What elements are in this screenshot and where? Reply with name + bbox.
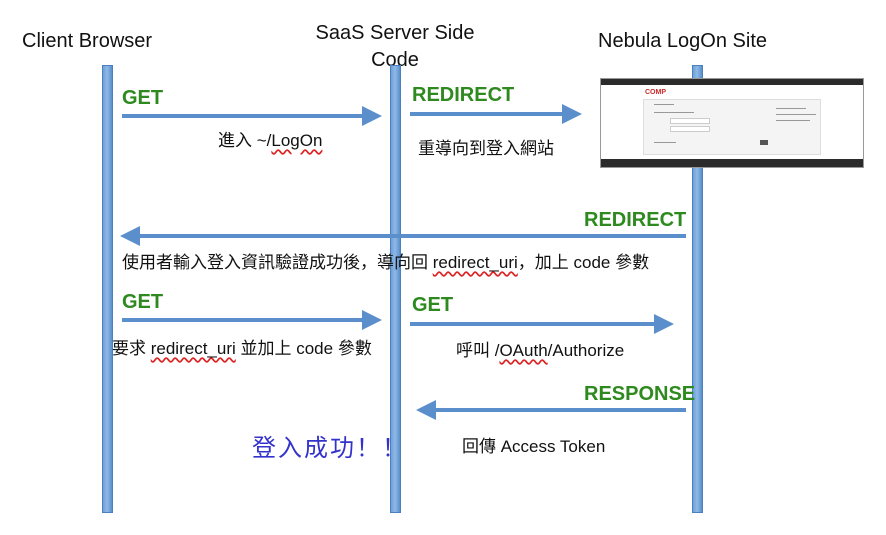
msg5-note-b: OAuth: [499, 341, 548, 360]
screenshot-bottom-bar: [601, 159, 863, 167]
screenshot-line: [776, 108, 806, 109]
msg2-note: 重導向到登入網站: [418, 139, 554, 158]
msg3-note-a: 使用者輸入登入資訊驗證成功後，導向回: [122, 253, 433, 272]
msg3-verb: REDIRECT: [584, 209, 687, 231]
msg4-note-a: 要求: [112, 339, 151, 358]
msg5-note-a: 呼叫 /: [456, 341, 500, 360]
saas-server-title: SaaS Server Side Code: [300, 20, 490, 74]
screenshot-line: [654, 112, 694, 113]
client-lifeline: [102, 65, 113, 513]
screenshot-login-button: [760, 140, 768, 145]
nebula-logon-title: Nebula LogOn Site: [598, 30, 767, 53]
saas-server-title-line2: Code: [371, 49, 419, 71]
msg4-note-c: 並加上 code 參數: [235, 339, 372, 358]
screenshot-top-bar: [601, 79, 863, 85]
msg3-note-c: ，加上 code 參數: [517, 253, 650, 272]
login-page-screenshot: COMP: [600, 78, 864, 168]
msg5-note: 呼叫 /OAuth/Authorize: [456, 336, 624, 361]
msg4-verb: GET: [122, 291, 164, 313]
screenshot-login-panel: [643, 99, 821, 155]
nebula-lifeline: [692, 65, 703, 513]
screenshot-logo: COMP: [645, 89, 666, 96]
msg3-note-b: redirect_uri: [432, 253, 518, 272]
msg5-verb: GET: [412, 294, 454, 316]
msg4-note-b: redirect_uri: [150, 339, 236, 358]
client-browser-title: Client Browser: [22, 30, 153, 52]
nebula-logon-title-text: Nebula LogOn Site: [598, 30, 768, 52]
screenshot-line: [776, 114, 816, 115]
login-success-text: 登入成功！！: [252, 435, 408, 462]
screenshot-line: [654, 104, 674, 105]
msg6-note: 回傳 Access Token: [462, 437, 606, 456]
screenshot-password-field: [670, 126, 710, 132]
msg1-note: 進入 ~/LogOn: [218, 126, 322, 151]
saas-lifeline: [390, 65, 401, 513]
screenshot-line: [654, 142, 676, 143]
screenshot-username-field: [670, 118, 710, 124]
msg2-verb: REDIRECT: [412, 84, 515, 106]
saas-server-title-line1: SaaS Server Side: [315, 22, 475, 44]
msg3-note: 使用者輸入登入資訊驗證成功後，導向回 redirect_uri，加上 code …: [122, 248, 649, 273]
msg1-note-prefix: 進入 ~/: [218, 131, 272, 150]
msg6-verb: RESPONSE: [584, 383, 696, 405]
msg4-note: 要求 redirect_uri 並加上 code 參數: [112, 334, 372, 359]
msg1-verb: GET: [122, 87, 164, 109]
msg5-note-c: /Authorize: [547, 341, 625, 360]
screenshot-line: [776, 120, 810, 121]
msg1-note-path: LogOn: [271, 131, 323, 150]
